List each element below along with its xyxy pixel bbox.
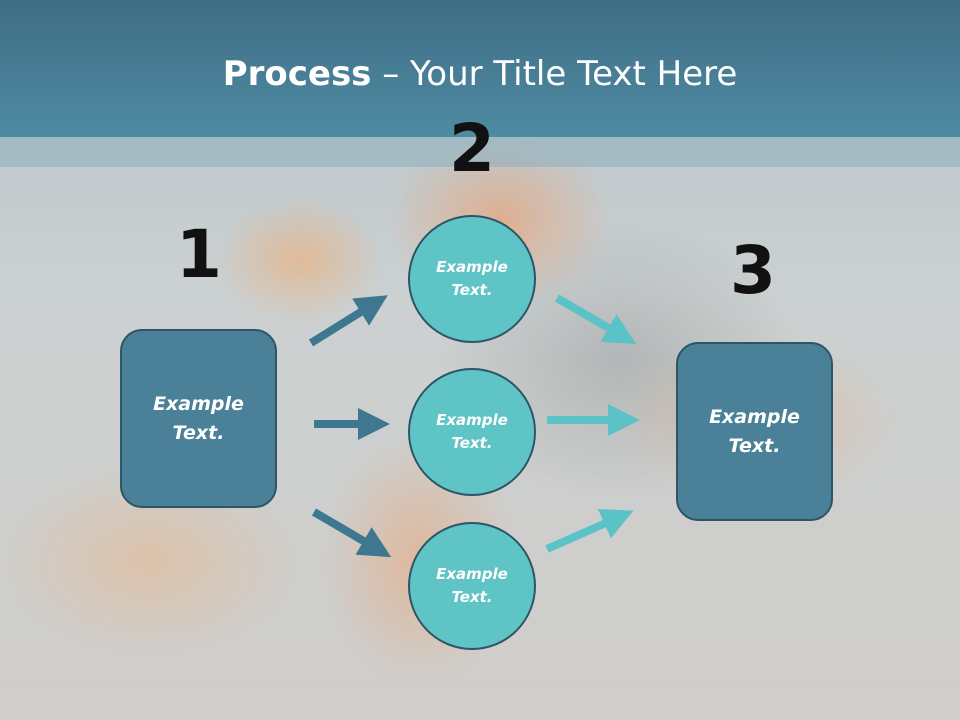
left-box-text: Example Text. [153, 392, 244, 444]
arrow-left-to-bottom [311, 508, 392, 558]
step-number-2: 2 [449, 110, 495, 187]
arrow-bottom-to-right [545, 508, 634, 553]
step-number-1: 1 [176, 216, 222, 293]
slide-title: Process – Your Title Text Here [0, 52, 960, 96]
right-process-box: Example Text. [676, 342, 833, 521]
circle-top: Example Text. [408, 215, 536, 343]
title-bar [0, 0, 960, 137]
circle-middle: Example Text. [408, 368, 536, 496]
right-box-text: Example Text. [709, 405, 800, 457]
circle-bottom: Example Text. [408, 522, 536, 650]
arrow-left-to-top [308, 295, 388, 347]
title-bold: Process [222, 54, 372, 94]
circle-top-text: Example Text. [436, 258, 508, 299]
title-band [0, 137, 960, 167]
circle-middle-text: Example Text. [436, 411, 508, 452]
step-number-3: 3 [730, 232, 776, 309]
arrow-top-to-right [554, 294, 637, 345]
circle-bottom-text: Example Text. [436, 565, 508, 606]
title-rest: – Your Title Text Here [371, 54, 738, 94]
left-process-box: Example Text. [120, 329, 277, 508]
